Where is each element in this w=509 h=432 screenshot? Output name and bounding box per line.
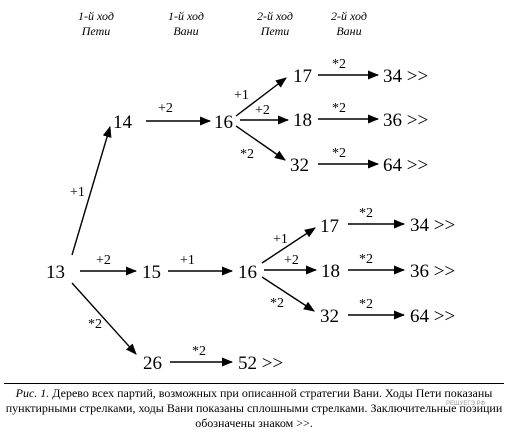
operation-labels: +1 +2 +1 +2 *2 *2 *2 *2 +2 +1 +1 +2 *2 *… [70, 57, 373, 359]
edge-16a-17 [235, 77, 287, 117]
node-64-lower-final: 64 >> [410, 306, 455, 327]
op-16b-32: *2 [270, 296, 284, 311]
node-16-upper: 16 [214, 112, 233, 133]
caption-text: Дерево всех партий, возможных при описан… [5, 386, 503, 430]
header-petya-move-2-line2: Пети [260, 24, 290, 38]
header-petya-move-1-line2: Пети [81, 24, 111, 38]
op-17b-34: *2 [359, 206, 373, 221]
node-16-lower: 16 [238, 262, 257, 283]
node-36-upper-final: 36 >> [383, 110, 428, 131]
op-16b-17: +1 [273, 232, 288, 247]
op-15-16: +1 [180, 253, 195, 268]
header-petya-move-2-line1: 2-й ход [257, 9, 293, 23]
game-tree-diagram: 1-й ход Пети 1-й ход Вани 2-й ход Пети 2… [46, 9, 455, 374]
op-16a-17: +1 [234, 88, 249, 103]
node-36-lower-final: 36 >> [410, 261, 455, 282]
edge-16b-17 [261, 227, 316, 264]
column-headers: 1-й ход Пети 1-й ход Вани 2-й ход Пети 2… [78, 9, 367, 38]
node-32-lower: 32 [320, 306, 339, 327]
op-18a-36: *2 [332, 101, 346, 116]
edge-16b-32 [261, 276, 315, 312]
op-17a-34: *2 [332, 57, 346, 72]
op-16a-32: *2 [240, 147, 254, 162]
nodes: 13 14 16 17 18 32 34 >> 36 >> 64 >> 15 1… [46, 66, 455, 374]
op-13-14: +1 [70, 185, 85, 200]
header-petya-move-1-line1: 1-й ход [78, 9, 114, 23]
node-52-final: 52 >> [238, 353, 283, 374]
node-34-upper-final: 34 >> [383, 66, 428, 87]
node-26: 26 [143, 353, 162, 374]
node-64-upper-final: 64 >> [383, 155, 428, 176]
op-13-26: *2 [88, 317, 102, 332]
edges [71, 70, 406, 367]
node-13: 13 [46, 262, 65, 283]
header-vanya-move-2-line2: Вани [336, 24, 361, 38]
node-34-lower-final: 34 >> [410, 215, 455, 236]
node-18-upper: 18 [293, 110, 312, 131]
caption-figure-label: Рис. 1. [15, 386, 50, 400]
op-14-16: +2 [158, 101, 173, 116]
op-26-52: *2 [192, 344, 206, 359]
edge-16a-32 [235, 125, 286, 161]
op-32b-64: *2 [359, 297, 373, 312]
caption-divider [4, 383, 504, 384]
op-16a-18: +2 [255, 103, 270, 118]
node-17-upper: 17 [293, 66, 312, 87]
node-32-upper: 32 [290, 155, 309, 176]
header-vanya-move-1-line2: Вани [173, 24, 198, 38]
op-18b-36: *2 [359, 252, 373, 267]
node-14: 14 [113, 112, 133, 133]
node-18-lower: 18 [321, 261, 340, 282]
op-32a-64: *2 [332, 146, 346, 161]
op-16b-18: +2 [284, 253, 299, 268]
op-13-15: +2 [96, 253, 111, 268]
edge-13-14 [71, 125, 112, 256]
edge-13-26 [71, 282, 137, 355]
header-vanya-move-2-line1: 2-й ход [331, 9, 367, 23]
figure-caption: Рис. 1. Дерево всех партий, возможных пр… [4, 386, 504, 431]
node-15: 15 [142, 262, 161, 283]
node-17-lower: 17 [320, 216, 339, 237]
header-vanya-move-1-line1: 1-й ход [168, 9, 204, 23]
site-watermark: РЕШУЕГЭ.РФ [446, 401, 486, 407]
